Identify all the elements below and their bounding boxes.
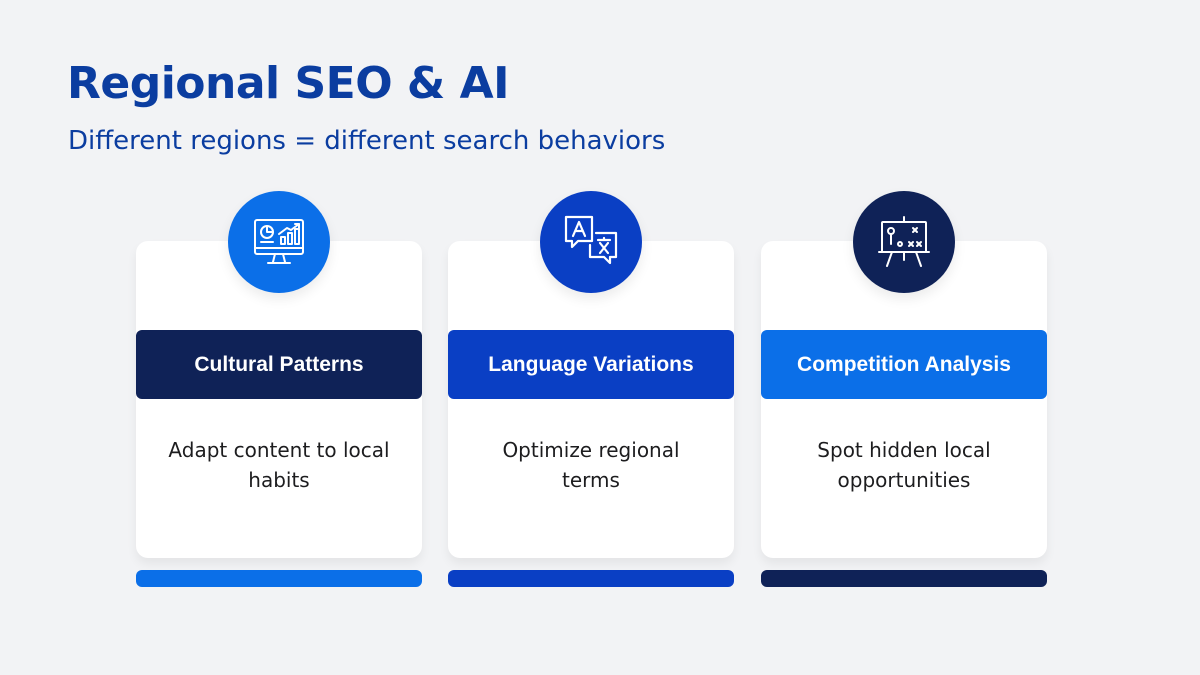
card-description: Spot hidden local opportunities — [817, 438, 991, 492]
card-cultural-patterns: Cultural Patterns Adapt content to local… — [136, 241, 422, 558]
accent-bar — [136, 570, 422, 587]
card-language-variations: Language Variations Optimize regional te… — [448, 241, 734, 558]
card-heading: Cultural Patterns — [136, 330, 422, 399]
card-heading: Language Variations — [448, 330, 734, 399]
translate-icon — [540, 191, 642, 293]
card-description: Adapt content to local habits — [168, 438, 390, 492]
page-title: Regional SEO & AI — [67, 58, 510, 109]
card-competition-analysis: Competition Analysis Spot hidden local o… — [761, 241, 1047, 558]
page-subtitle: Different regions = different search beh… — [68, 126, 666, 156]
accent-bar — [448, 570, 734, 587]
card-description: Optimize regional terms — [502, 438, 680, 492]
strategy-board-icon — [853, 191, 955, 293]
analytics-monitor-icon — [228, 191, 330, 293]
accent-bar — [761, 570, 1047, 587]
card-heading: Competition Analysis — [761, 330, 1047, 399]
